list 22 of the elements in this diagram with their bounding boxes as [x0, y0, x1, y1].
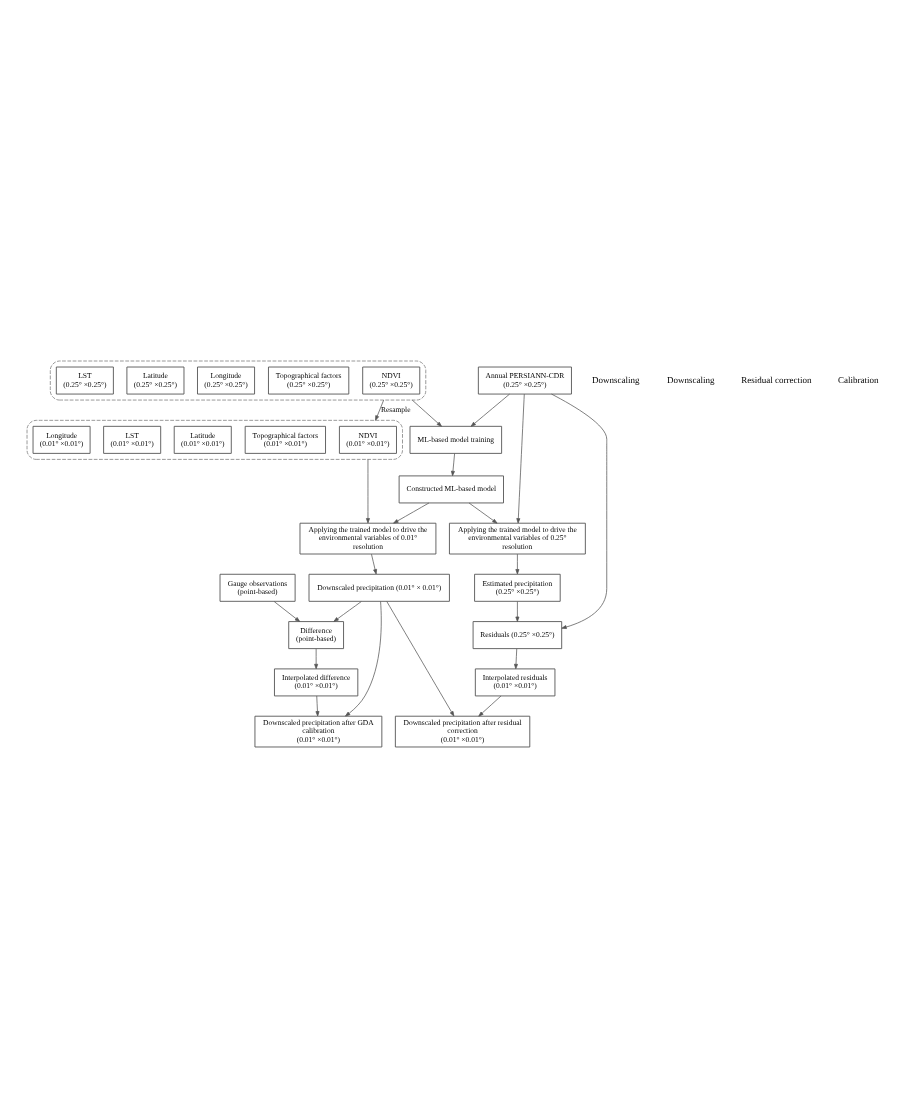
arrow	[333, 600, 362, 621]
arrow	[315, 694, 320, 716]
arrow	[314, 647, 319, 669]
arrow	[515, 600, 520, 621]
arrow	[515, 552, 520, 574]
arrow	[386, 600, 455, 716]
arrow	[366, 458, 370, 523]
arrow	[411, 398, 442, 426]
arrow	[273, 600, 301, 621]
arrow	[393, 501, 430, 523]
arrow	[514, 647, 518, 669]
arrow	[551, 392, 608, 628]
arrow	[478, 694, 502, 716]
arrow	[468, 501, 498, 523]
arrow	[516, 392, 525, 523]
arrow	[345, 600, 382, 716]
arrow	[375, 398, 385, 420]
arrow	[451, 452, 455, 476]
cluster	[49, 359, 427, 400]
arrow	[371, 552, 377, 574]
cluster	[26, 418, 403, 459]
arrow	[470, 392, 510, 426]
